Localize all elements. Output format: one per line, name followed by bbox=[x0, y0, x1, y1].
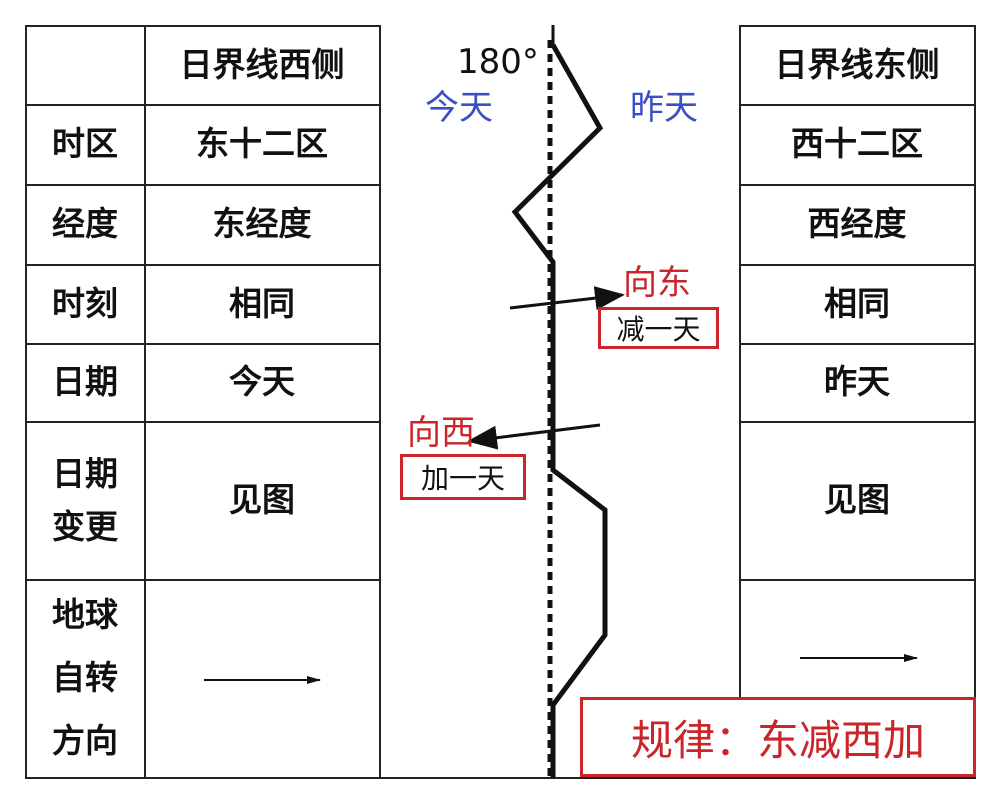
col-divider bbox=[144, 25, 146, 779]
row-west-date: 今天 bbox=[229, 362, 295, 402]
row-label-time: 时刻 bbox=[52, 283, 118, 323]
row-west-longitude: 东经度 bbox=[212, 204, 312, 244]
row-divider bbox=[25, 343, 380, 345]
row-divider bbox=[740, 264, 976, 266]
table-top-border bbox=[25, 25, 380, 27]
row-divider bbox=[25, 264, 380, 266]
east-arrow bbox=[509, 286, 625, 311]
row-label-longitude: 经度 bbox=[52, 204, 118, 244]
row-divider bbox=[25, 104, 380, 106]
row-label-date: 日期 bbox=[52, 362, 118, 402]
row-west-date-change: 见图 bbox=[229, 480, 295, 520]
row-east-longitude: 西经度 bbox=[807, 204, 907, 244]
row-divider bbox=[740, 184, 976, 186]
west-rule-box: 加一天 bbox=[400, 454, 526, 500]
row-west-timezone: 东十二区 bbox=[196, 124, 328, 164]
row-east-timezone: 西十二区 bbox=[791, 124, 923, 164]
table-left-border bbox=[25, 25, 27, 779]
col-divider bbox=[739, 25, 741, 779]
east-rule-box: 减一天 bbox=[598, 307, 719, 349]
row-divider bbox=[25, 579, 380, 581]
row-east-date-change: 见图 bbox=[824, 480, 890, 520]
table-right-border bbox=[974, 25, 976, 779]
row-label-rotation: 地球 自转 方向 bbox=[52, 595, 118, 760]
row-divider bbox=[740, 343, 976, 345]
yesterday-label: 昨天 bbox=[630, 88, 698, 128]
row-east-time: 相同 bbox=[824, 283, 890, 323]
row-divider bbox=[740, 421, 976, 423]
row-divider bbox=[25, 421, 380, 423]
table-bottom-border bbox=[25, 777, 976, 779]
international-date-line bbox=[511, 43, 608, 778]
col-divider bbox=[379, 25, 381, 779]
row-west-time: 相同 bbox=[229, 283, 295, 323]
header-west: 日界线西侧 bbox=[179, 44, 345, 84]
east-direction-label: 向东 bbox=[623, 263, 691, 303]
meridian-label: 180° bbox=[457, 42, 539, 82]
row-label-timezone: 时区 bbox=[52, 124, 118, 164]
table-top-border-right bbox=[740, 25, 976, 27]
row-divider bbox=[740, 104, 976, 106]
header-east: 日界线东侧 bbox=[774, 44, 940, 84]
west-direction-label: 向西 bbox=[407, 413, 475, 453]
today-label: 今天 bbox=[425, 88, 493, 128]
row-east-date: 昨天 bbox=[824, 362, 890, 402]
west-arrow bbox=[467, 423, 601, 450]
rule-summary-box: 规律：东减西加 bbox=[580, 697, 976, 777]
row-divider bbox=[25, 184, 380, 186]
row-label-date-change: 日期 变更 bbox=[52, 453, 118, 546]
row-divider bbox=[740, 579, 976, 581]
